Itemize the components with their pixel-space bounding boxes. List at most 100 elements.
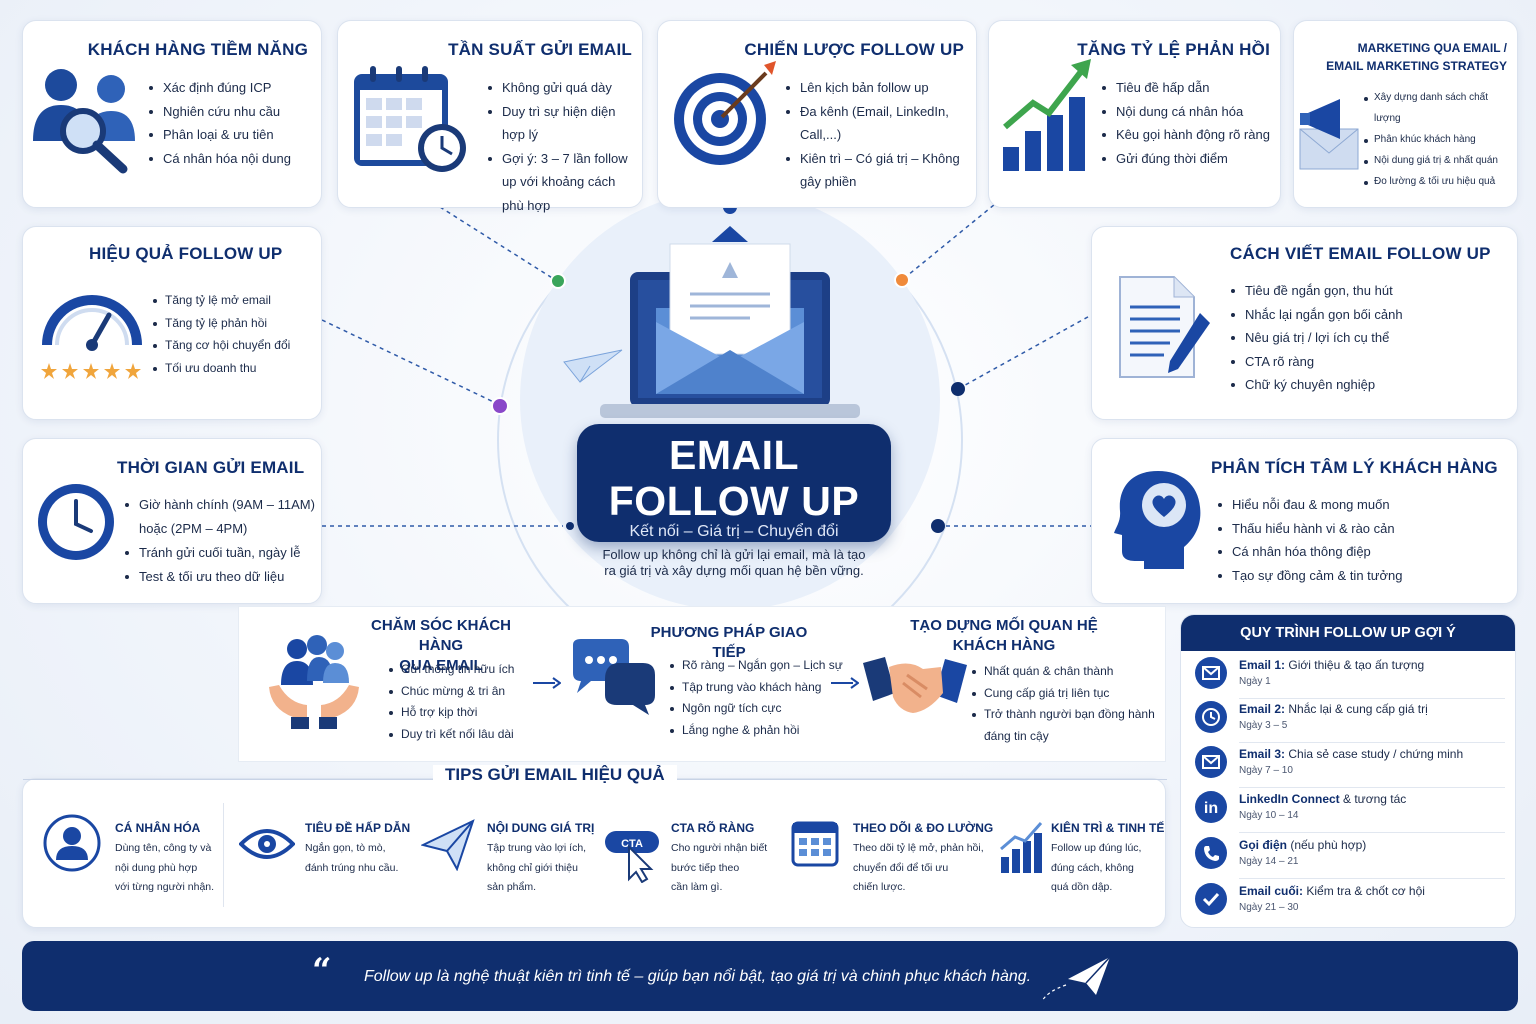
calendar-icon bbox=[791, 821, 839, 867]
list-item: Tăng cơ hội chuyển đổi bbox=[153, 334, 290, 357]
tip-description: Cho người nhận biết bước tiếp theo cần l… bbox=[671, 839, 767, 898]
process-step-5: Gọi điện (nếu phù hợp) Ngày 14 – 21 bbox=[1195, 833, 1505, 879]
check-icon bbox=[1195, 883, 1227, 915]
relationship-flow-section: CHĂM SÓC KHÁCH HÀNG QUA EMAIL Gửi thông … bbox=[238, 606, 1166, 762]
list-item: Duy trì sự hiện diện hợp lý bbox=[488, 100, 640, 147]
card-title: TẦN SUẤT GỬI EMAIL bbox=[448, 40, 632, 59]
clock-icon bbox=[1195, 701, 1227, 733]
laptop-envelope-illustration bbox=[563, 226, 860, 418]
step-label: Email cuối: bbox=[1239, 884, 1304, 898]
step-day: Ngày 1 bbox=[1239, 676, 1271, 687]
tip-line: nội dung phù hợp bbox=[115, 861, 198, 874]
tips-title: TIPS GỬI EMAIL HIỆU QUẢ bbox=[433, 765, 677, 785]
process-step-2: Email 2: Nhắc lại & cung cấp giá trị Ngà… bbox=[1195, 697, 1505, 743]
process-step-1: Email 1: Giới thiệu & tạo ấn tượng Ngày … bbox=[1195, 653, 1505, 699]
list-item: Kêu gọi hành động rõ ràng bbox=[1102, 123, 1270, 147]
document-pen-icon bbox=[1119, 276, 1210, 378]
list-item: Nghiên cứu nhu cầu bbox=[149, 100, 291, 124]
step-label: Email 3: bbox=[1239, 747, 1286, 761]
care-title-line2: QUA EMAIL bbox=[399, 657, 483, 674]
tip-description: Ngắn gọn, tò mò, đánh trúng nhu cầu. bbox=[305, 839, 398, 878]
step-label: Email 2: bbox=[1239, 702, 1286, 716]
card-list: Lên kịch bản follow up Đa kênh (Email, L… bbox=[786, 76, 966, 194]
tip-line: không chỉ giới thiệu bbox=[487, 861, 578, 874]
list-item: Kiên trì – Có giá trị – Không gây phiền bbox=[786, 147, 966, 194]
relationship-title: TẠO DỰNG MỐI QUAN HỆ KHÁCH HÀNG bbox=[899, 616, 1109, 656]
linkedin-badge-text: in bbox=[1204, 800, 1218, 817]
tip-divider bbox=[223, 803, 224, 907]
center-title-block: EMAIL FOLLOW UP Kết nối – Giá trị – Chuy… bbox=[577, 424, 891, 542]
quote-text: Follow up là nghệ thuật kiên trì tinh tế… bbox=[364, 968, 1032, 985]
card-title: PHÂN TÍCH TÂM LÝ KHÁCH HÀNG bbox=[1211, 458, 1498, 477]
tip-title: CÁ NHÂN HÓA bbox=[115, 821, 201, 835]
step-day: Ngày 3 – 5 bbox=[1239, 720, 1288, 731]
card-title-line2: EMAIL MARKETING STRATEGY bbox=[1326, 59, 1507, 73]
list-item: CTA rõ ràng bbox=[1231, 350, 1403, 374]
center-title-line1: EMAIL bbox=[668, 432, 800, 478]
tip-line: Tập trung vào lợi ích, bbox=[487, 842, 587, 854]
list-item: Cá nhân hóa thông điệp bbox=[1218, 540, 1402, 564]
tip-line: sản phẩm. bbox=[487, 881, 537, 893]
care-title: CHĂM SÓC KHÁCH HÀNG QUA EMAIL bbox=[349, 616, 533, 676]
phone-icon bbox=[1195, 837, 1227, 869]
list-item: Gợi ý: 3 – 7 lần follow up với khoảng cá… bbox=[488, 147, 640, 218]
user-circle-icon bbox=[43, 814, 101, 872]
list-item: Nêu giá trị / lợi ích cụ thể bbox=[1231, 326, 1403, 350]
list-item: Đo lường & tối ưu hiệu quả bbox=[1364, 171, 1517, 192]
card-strategy: CHIẾN LƯỢC FOLLOW UP Lên kịch bản follow… bbox=[657, 20, 977, 208]
card-title-line1: MARKETING QUA EMAIL / bbox=[1357, 41, 1507, 55]
tip-line: với từng người nhận. bbox=[115, 881, 215, 893]
step-text: Kiểm tra & chốt cơ hội bbox=[1303, 884, 1425, 898]
card-title: MARKETING QUA EMAIL / EMAIL MARKETING ST… bbox=[1326, 39, 1507, 75]
list-item: Tiêu đề hấp dẫn bbox=[1102, 76, 1270, 100]
card-title: THỜI GIAN GỬI EMAIL bbox=[117, 458, 305, 477]
list-item: Nhắc lại ngắn gọn bối cảnh bbox=[1231, 303, 1403, 327]
step-label: LinkedIn Connect bbox=[1239, 792, 1340, 806]
care-title-line1: CHĂM SÓC KHÁCH HÀNG bbox=[371, 617, 511, 654]
cta-cursor-icon: CTA bbox=[605, 831, 659, 883]
care-list: Gửi thông tin hữu ích Chúc mừng & tri ân… bbox=[389, 659, 514, 745]
list-item: Phân khúc khách hàng bbox=[1364, 129, 1517, 150]
step-text: Chia sẻ case study / chứng minh bbox=[1285, 747, 1464, 761]
handshake-icon bbox=[863, 657, 967, 713]
center-title-line2: FOLLOW UP bbox=[608, 478, 860, 524]
list-item: Tăng tỷ lệ mở email bbox=[153, 289, 290, 312]
card-list: Tăng tỷ lệ mở email Tăng tỷ lệ phản hồi … bbox=[153, 289, 290, 379]
cta-badge-text: CTA bbox=[621, 838, 643, 850]
paper-plane-icon bbox=[421, 819, 475, 871]
step-title: Email 1: Giới thiệu & tạo ấn tượng bbox=[1239, 658, 1424, 672]
card-list: Hiểu nỗi đau & mong muốn Thấu hiểu hành … bbox=[1218, 493, 1402, 587]
card-list: Xác định đúng ICP Nghiên cứu nhu cầu Phâ… bbox=[149, 76, 291, 170]
tip-line: chuyển đổi để tối ưu bbox=[853, 861, 949, 874]
card-response: TĂNG TỶ LỆ PHẢN HỒI Tiêu đề hấp dẫn Nội … bbox=[988, 20, 1281, 208]
tip-line: đúng cách, không bbox=[1051, 861, 1134, 874]
list-item: Xác định đúng ICP bbox=[149, 76, 291, 100]
list-item: Gửi thông tin hữu ích bbox=[389, 659, 514, 681]
tip-title: TIÊU ĐỀ HẤP DẪN bbox=[305, 821, 411, 835]
eye-icon bbox=[239, 829, 295, 859]
tip-title: CTA RÕ RÀNG bbox=[671, 821, 755, 835]
card-list: Tiêu đề ngắn gọn, thu hút Nhắc lại ngắn … bbox=[1231, 279, 1403, 397]
card-psychology: PHÂN TÍCH TÂM LÝ KHÁCH HÀNG Hiểu nỗi đau… bbox=[1091, 438, 1518, 604]
hands-people-icon bbox=[269, 635, 359, 729]
step-divider bbox=[1239, 698, 1505, 699]
tip-line: quá dồn dập. bbox=[1051, 881, 1113, 893]
list-item: Chúc mừng & tri ân bbox=[389, 681, 514, 703]
tip-line: chiến lược. bbox=[853, 881, 906, 893]
step-day: Ngày 14 – 21 bbox=[1239, 856, 1299, 867]
center-description: Follow up không chỉ là gửi lại email, mà… bbox=[602, 547, 866, 578]
relationship-list: Nhất quán & chân thành Cung cấp giá trị … bbox=[972, 661, 1168, 747]
tip-line: đánh trúng nhu cầu. bbox=[305, 861, 399, 874]
card-marketing: MARKETING QUA EMAIL / EMAIL MARKETING ST… bbox=[1293, 20, 1518, 208]
card-title: TĂNG TỶ LỆ PHẢN HỒI bbox=[1077, 40, 1270, 59]
list-item: Tránh gửi cuối tuần, ngày lễ bbox=[125, 541, 317, 565]
speedometer-icon bbox=[41, 295, 142, 379]
growth-chart-icon bbox=[1003, 59, 1091, 171]
list-item: Xây dựng danh sách chất lượng bbox=[1364, 87, 1517, 129]
relationship-title-line1: TẠO DỰNG MỐI QUAN HỆ bbox=[910, 617, 1098, 634]
card-timing: THỜI GIAN GỬI EMAIL Giờ hành chính (9AM … bbox=[22, 438, 322, 604]
tip-line: Cho người nhận biết bbox=[671, 842, 768, 854]
step-label: Gọi điện bbox=[1239, 838, 1287, 852]
list-item: Tạo sự đồng cảm & tin tưởng bbox=[1218, 564, 1402, 588]
tip-title: NỘI DUNG GIÁ TRỊ bbox=[487, 821, 595, 835]
